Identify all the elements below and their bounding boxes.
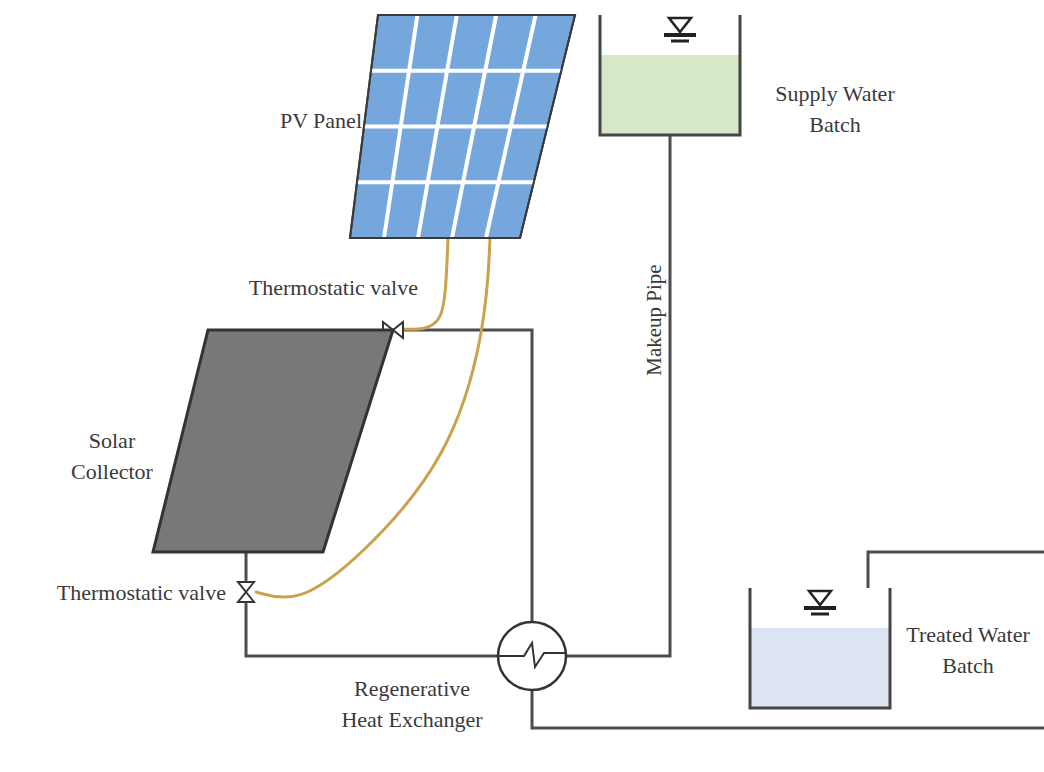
node-shape bbox=[497, 621, 567, 691]
pipe-label: Makeup Pipe bbox=[642, 264, 667, 375]
node-label: Thermostatic valve bbox=[0, 577, 226, 608]
treated-tank: Treated Water Batch bbox=[750, 588, 890, 708]
pv-frame bbox=[350, 15, 575, 238]
solar-collector: Solar Collector bbox=[153, 330, 393, 552]
exchanger-shell bbox=[498, 622, 566, 690]
water-pipe bbox=[246, 604, 497, 656]
water-pipe bbox=[245, 552, 248, 580]
water bbox=[600, 55, 740, 135]
tank-wall bbox=[750, 588, 890, 708]
node-shape bbox=[234, 580, 258, 604]
level-symbol bbox=[664, 33, 696, 37]
node-label: Treated Water Batch bbox=[894, 619, 1042, 681]
pv-panel: PV Panel bbox=[350, 15, 575, 238]
node-label: Regenerative Heat Exchanger bbox=[332, 673, 492, 735]
water bbox=[750, 628, 890, 708]
node-label: Supply Water Batch bbox=[760, 78, 910, 140]
level-symbol bbox=[811, 613, 829, 616]
level-symbol bbox=[809, 591, 831, 605]
exchanger-coil bbox=[498, 643, 566, 667]
heat-exchanger: Regenerative Heat Exchanger bbox=[497, 621, 567, 691]
node-shape bbox=[153, 330, 393, 552]
node-label: Thermostatic valve bbox=[188, 272, 418, 303]
cell-grid bbox=[364, 125, 548, 129]
supply-tank: Supply Water Batch bbox=[600, 15, 740, 135]
valve-symbol bbox=[238, 582, 254, 602]
water-pipe bbox=[567, 135, 670, 656]
node-shape bbox=[600, 15, 740, 135]
node-shape bbox=[350, 15, 575, 238]
cell-grid bbox=[371, 69, 561, 73]
node-label: PV Panel bbox=[240, 105, 362, 136]
level-symbol bbox=[671, 40, 689, 43]
pv-surface bbox=[350, 15, 575, 238]
collector-plate bbox=[153, 330, 393, 552]
level-symbol bbox=[669, 18, 691, 32]
thermostatic-valve: Thermostatic valve bbox=[234, 580, 258, 604]
node-shape bbox=[750, 588, 890, 708]
water-pipe bbox=[405, 330, 532, 621]
cell-grid bbox=[357, 180, 534, 184]
inlet-pipe bbox=[868, 552, 1044, 588]
level-symbol bbox=[804, 606, 836, 610]
node-label: Solar Collector bbox=[47, 425, 177, 487]
tank-wall bbox=[600, 15, 740, 135]
